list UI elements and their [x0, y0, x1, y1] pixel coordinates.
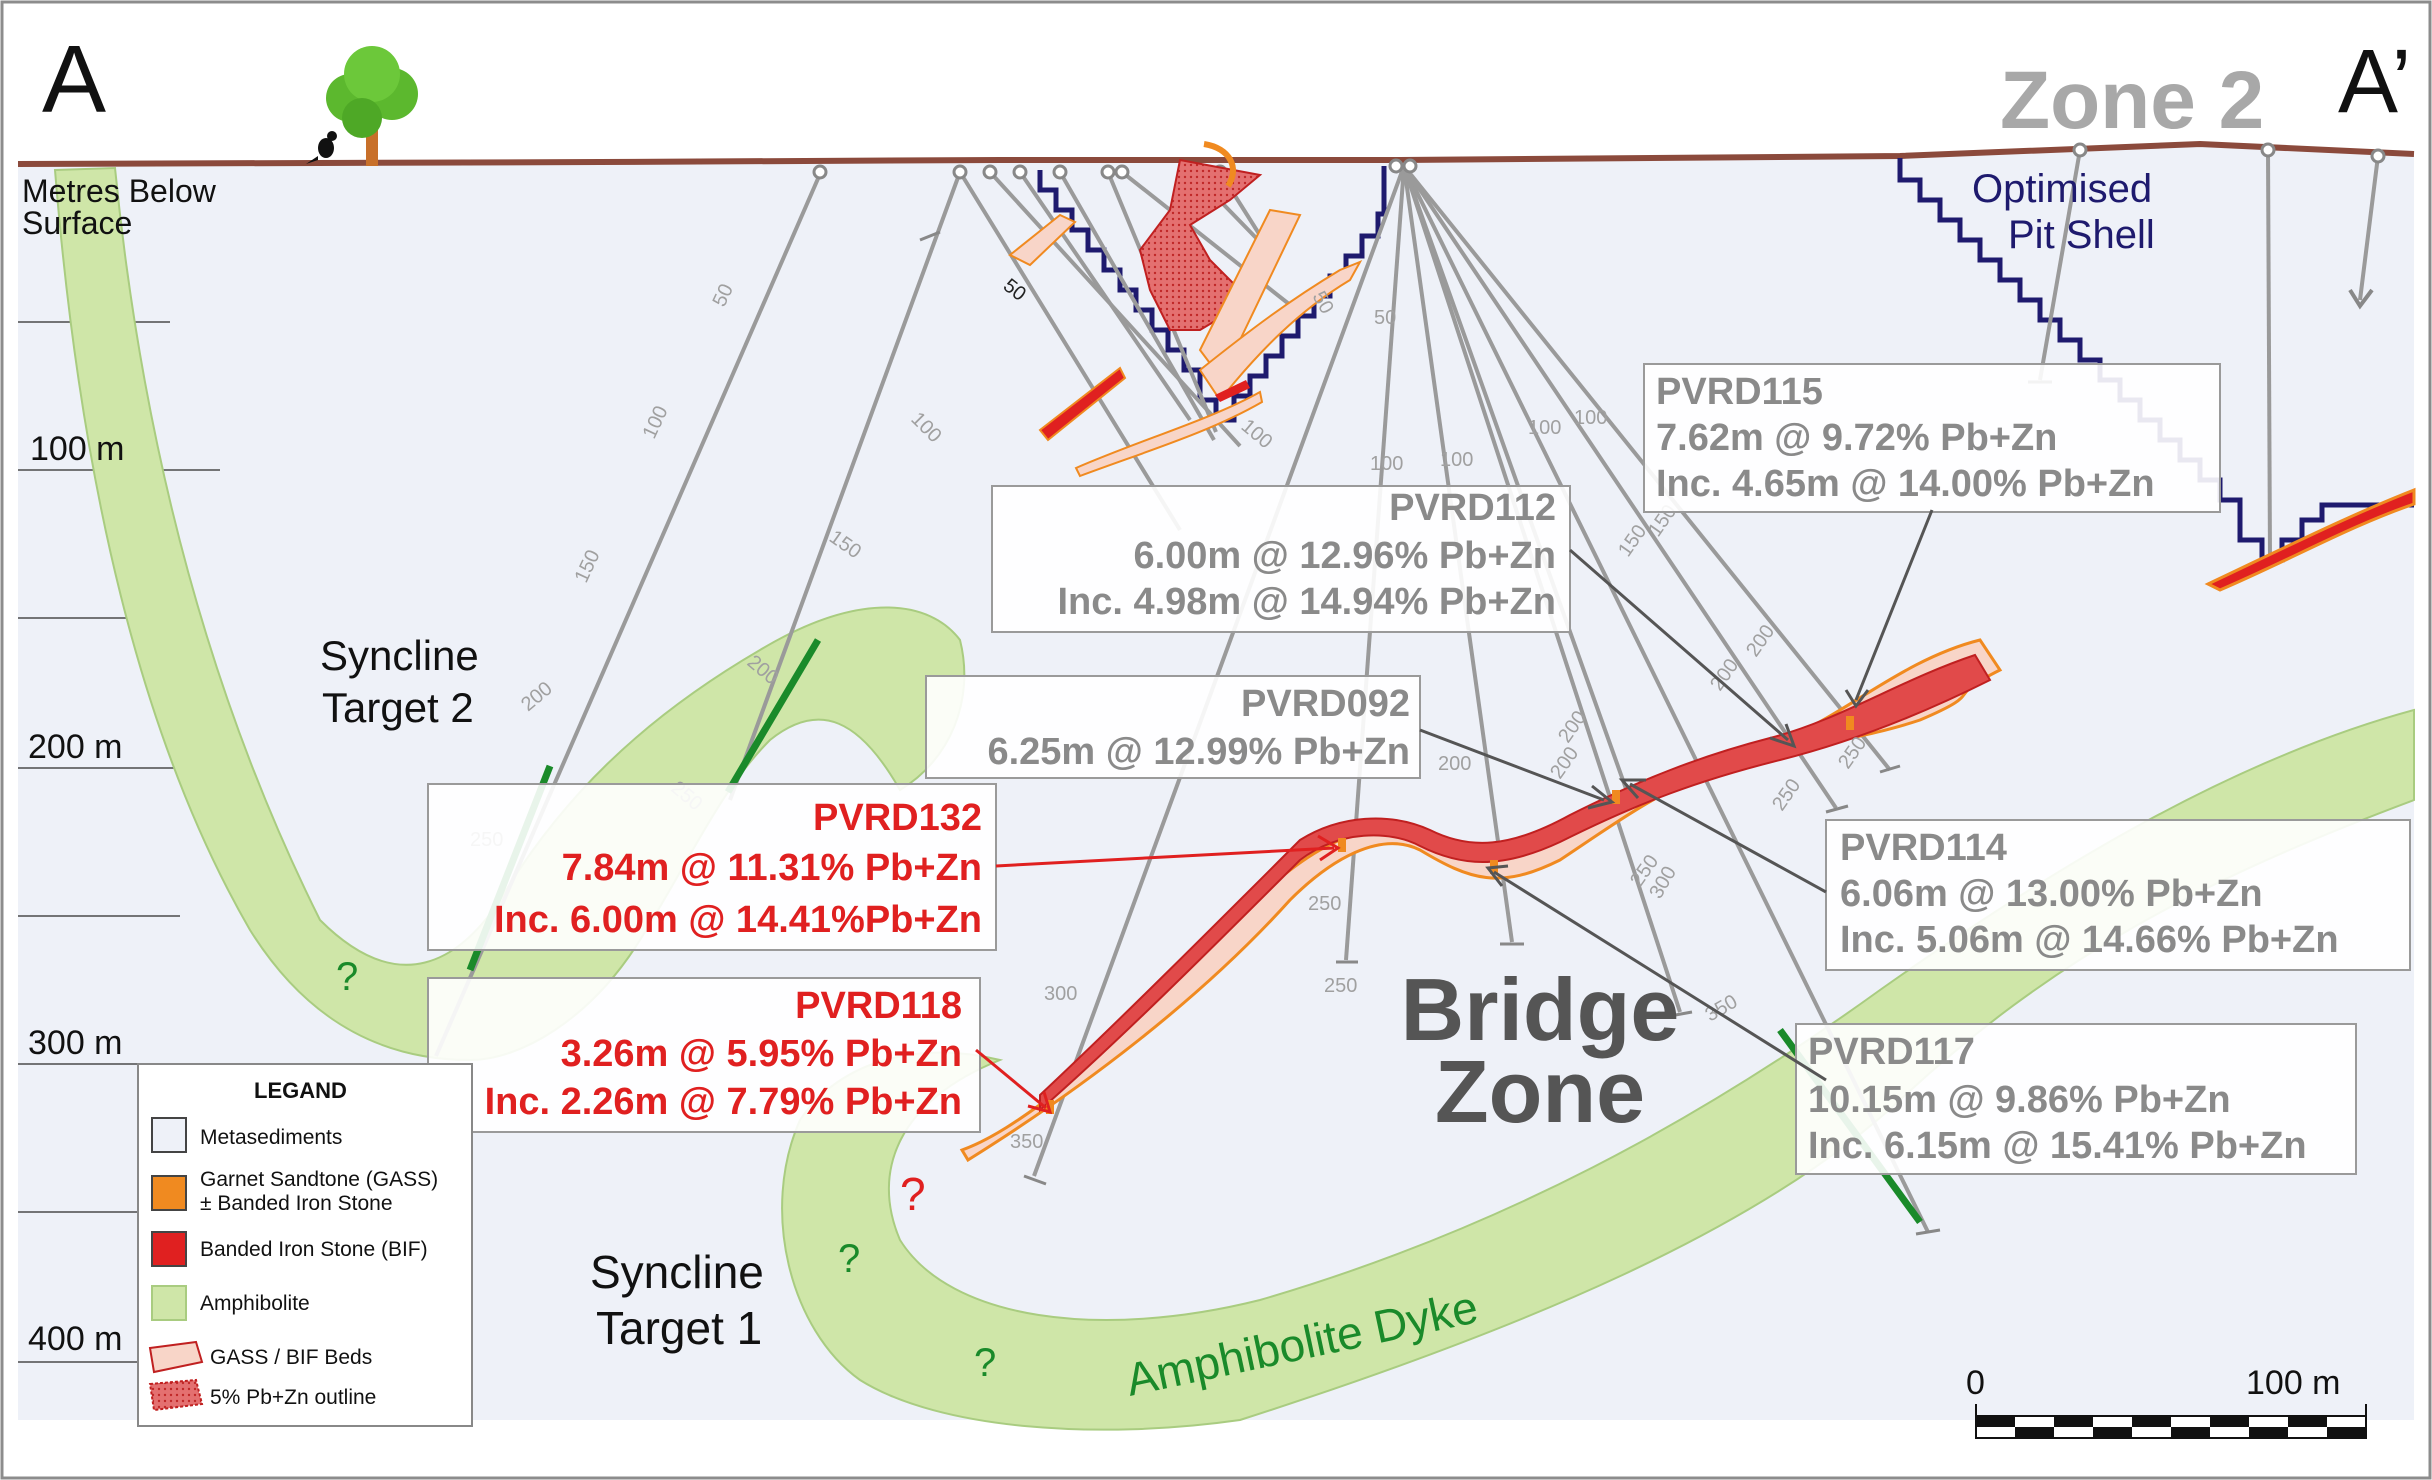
- legend-swatch-metasediments: [151, 1117, 187, 1153]
- near-surface-ore: [1008, 141, 1363, 478]
- hole-depth-mark: 100: [1574, 407, 1607, 429]
- scale-bar-end: 100 m: [2246, 1364, 2341, 1402]
- legend-label-outline: 5% Pb+Zn outline: [210, 1386, 376, 1409]
- intercept-hole-pvrd118: PVRD118: [795, 985, 962, 1027]
- bridge-zone-label: Bridge: [1401, 960, 1680, 1059]
- leader-arrows-red: [975, 834, 1341, 1115]
- pit-shell-label: Optimised: [1972, 167, 2152, 211]
- depth-tick-400: 400 m: [28, 1320, 123, 1358]
- hole-depth-mark: 100: [1370, 453, 1403, 475]
- intercept-line2-pvrd115: Inc. 4.65m @ 14.00% Pb+Zn: [1656, 463, 2155, 505]
- intercept-hole-pvrd132: PVRD132: [813, 797, 982, 839]
- syncline-target-1-label-2: Target 1: [596, 1302, 762, 1354]
- intercept-line2-pvrd114: Inc. 5.06m @ 14.66% Pb+Zn: [1840, 919, 2339, 961]
- hole-depth-mark: 350: [1010, 1131, 1043, 1153]
- hole-depth-mark: 50: [1374, 307, 1396, 329]
- tree-icon: [326, 46, 418, 166]
- pit-shell-label-2: Pit Shell: [2008, 213, 2155, 257]
- kangaroo-icon: [306, 131, 337, 164]
- legend-swatch-beds: [148, 1340, 204, 1374]
- scale-bar: [1975, 1404, 2367, 1439]
- syncline-target-2-label-2: Target 2: [322, 684, 474, 731]
- legend-box: [137, 1063, 473, 1427]
- legend-title: LEGAND: [254, 1078, 347, 1103]
- intercept-line2-pvrd117: Inc. 6.15m @ 15.41% Pb+Zn: [1808, 1125, 2307, 1167]
- question-mark: ?: [336, 955, 358, 999]
- intercept-boxes: [427, 363, 2411, 1175]
- question-mark: ?: [838, 1237, 860, 1281]
- legend-label-gass-2: ± Banded Iron Stone: [200, 1192, 393, 1215]
- depth-axis-title: Metres Below: [22, 173, 217, 209]
- legend-label-metasediments: Metasediments: [200, 1126, 342, 1149]
- depth-axis-title-2: Surface: [22, 205, 132, 241]
- legend-swatch-amphibolite: [151, 1285, 187, 1321]
- intercept-line1-pvrd117: 10.15m @ 9.86% Pb+Zn: [1808, 1079, 2231, 1121]
- leader-arrows: [1419, 509, 1934, 1082]
- scale-bar-start: 0: [1966, 1364, 1985, 1402]
- intercept-hole-pvrd115: PVRD115: [1656, 371, 1823, 413]
- intercept-line2-pvrd112: Inc. 4.98m @ 14.94% Pb+Zn: [1057, 581, 1556, 623]
- legend: [137, 1063, 473, 1427]
- bridge-zone-label-2: Zone: [1435, 1042, 1645, 1141]
- legend-swatch-bif: [151, 1231, 187, 1267]
- legend-swatch-gass: [151, 1175, 187, 1211]
- intercept-line1-pvrd115: 7.62m @ 9.72% Pb+Zn: [1656, 417, 2057, 459]
- intercept-line1-pvrd132: 7.84m @ 11.31% Pb+Zn: [562, 847, 982, 889]
- hole-depth-mark: 200: [1438, 753, 1471, 775]
- question-mark: ?: [974, 1341, 996, 1385]
- intercept-hole-pvrd092: PVRD092: [1241, 683, 1410, 725]
- legend-label-gass: Garnet Sandtone (GASS): [200, 1168, 438, 1191]
- intercept-line2-pvrd118: Inc. 2.26m @ 7.79% Pb+Zn: [485, 1081, 962, 1123]
- section-label-a-prime: A’: [2338, 32, 2411, 132]
- hole-depth-mark: 100: [1440, 449, 1473, 471]
- hole-arrow-icon: [2348, 288, 2374, 310]
- legend-label-beds: GASS / BIF Beds: [210, 1346, 372, 1369]
- intercept-hole-pvrd117: PVRD117: [1808, 1031, 1975, 1073]
- hole-depth-mark: 250: [1324, 975, 1357, 997]
- syncline-target-2-label: Syncline: [320, 632, 479, 679]
- intercept-line1-pvrd118: 3.26m @ 5.95% Pb+Zn: [561, 1033, 962, 1075]
- question-mark: ?: [900, 1168, 926, 1220]
- intercept-hole-pvrd114: PVRD114: [1840, 827, 2007, 869]
- hole-depth-mark: 250: [1308, 893, 1341, 915]
- legend-swatch-outline: [148, 1378, 204, 1412]
- ore-bed-zone2: [2204, 487, 2416, 592]
- intercept-hole-pvrd112: PVRD112: [1389, 487, 1556, 529]
- legend-label-amphibolite: Amphibolite: [200, 1292, 310, 1315]
- intercept-line2-pvrd132: Inc. 6.00m @ 14.41%Pb+Zn: [494, 899, 982, 941]
- legend-label-bif: Banded Iron Stone (BIF): [200, 1238, 428, 1261]
- depth-tick-100: 100 m: [30, 430, 125, 468]
- intercept-line1-pvrd114: 6.06m @ 13.00% Pb+Zn: [1840, 873, 2263, 915]
- section-label-a: A: [42, 26, 106, 133]
- hole-depth-mark: 300: [1044, 983, 1077, 1005]
- hole-depth-mark: 100: [1528, 417, 1561, 439]
- zone2-label: Zone 2: [2000, 55, 2264, 146]
- intercept-line1-pvrd092: 6.25m @ 12.99% Pb+Zn: [987, 731, 1410, 773]
- intercept-line1-pvrd112: 6.00m @ 12.96% Pb+Zn: [1133, 535, 1556, 577]
- syncline-target-1-label: Syncline: [590, 1246, 764, 1298]
- depth-tick-200: 200 m: [28, 728, 123, 766]
- bif-5pct-outline: [1039, 653, 1992, 1113]
- depth-tick-300: 300 m: [28, 1024, 123, 1062]
